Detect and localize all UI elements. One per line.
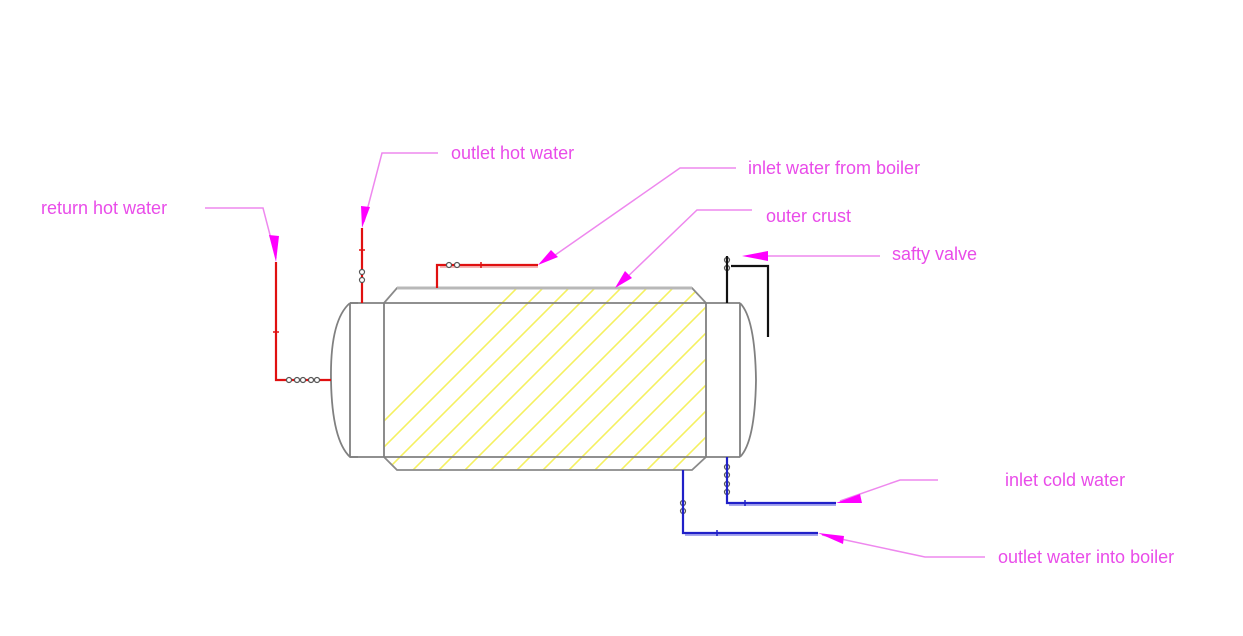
insulation-hatch bbox=[384, 285, 1066, 475]
hatch-line bbox=[459, 288, 651, 470]
hatch-line bbox=[824, 285, 1014, 475]
arrow-safty-valve bbox=[742, 251, 768, 261]
leader-outer-crust bbox=[619, 209, 752, 285]
leader-return-hot-water bbox=[205, 207, 277, 259]
label-safty-valve: safty valve bbox=[892, 244, 978, 264]
outlet-into-boiler-pipe bbox=[681, 470, 818, 535]
leader-lines bbox=[205, 152, 985, 558]
arrowheads bbox=[269, 206, 862, 544]
inlet-from-boiler-pipe bbox=[435, 263, 538, 288]
right-end-cap bbox=[739, 302, 757, 458]
left-end-cap bbox=[330, 302, 358, 458]
hatch-line bbox=[746, 285, 936, 475]
return-hot-water-pipe bbox=[274, 262, 331, 382]
label-outlet-water-into-boiler: outlet water into boiler bbox=[998, 547, 1175, 567]
arrow-inlet-cold-water bbox=[836, 494, 862, 503]
hatch-line bbox=[850, 285, 1040, 475]
arrow-outlet-hot-water bbox=[361, 206, 370, 228]
label-outer-crust: outer crust bbox=[766, 206, 852, 226]
hatch-line bbox=[485, 288, 677, 470]
hatch-line bbox=[407, 288, 599, 470]
hatch-line bbox=[511, 288, 703, 470]
label-inlet-water-from-boiler: inlet water from boiler bbox=[748, 158, 921, 178]
hatch-line bbox=[384, 288, 573, 470]
hatch-line bbox=[876, 285, 1066, 475]
label-inlet-cold-water: inlet cold water bbox=[1005, 470, 1126, 490]
hatch-line bbox=[537, 288, 706, 470]
arrow-inlet-from-boiler bbox=[538, 250, 558, 265]
hatch-line bbox=[693, 288, 706, 470]
cold-pipes bbox=[681, 457, 836, 535]
vessel bbox=[330, 286, 757, 471]
label-outlet-hot-water: outlet hot water bbox=[451, 143, 575, 163]
arrow-outer-crust bbox=[615, 271, 632, 288]
arrow-outlet-into-boiler bbox=[818, 533, 844, 544]
hatch-line bbox=[772, 285, 962, 475]
arrow-return-hot-water bbox=[269, 235, 279, 262]
hatch-line bbox=[615, 288, 706, 470]
hatch-line bbox=[563, 288, 706, 470]
hatch-line bbox=[720, 285, 910, 475]
hatch-line bbox=[384, 288, 521, 470]
leader-inlet-from-boiler bbox=[547, 167, 736, 261]
safety-valve-pipe bbox=[725, 256, 770, 337]
leader-outlet-hot-water bbox=[363, 152, 438, 223]
hatch-line bbox=[433, 288, 625, 470]
hatch-line bbox=[641, 288, 706, 470]
hatch-line bbox=[667, 288, 706, 470]
hatch-line bbox=[384, 288, 547, 470]
hatch-line bbox=[798, 285, 988, 475]
inlet-cold-water-pipe bbox=[725, 457, 836, 505]
label-return-hot-water: return hot water bbox=[41, 198, 168, 218]
leader-outlet-into-boiler bbox=[821, 534, 985, 558]
hatch-line bbox=[589, 288, 706, 470]
